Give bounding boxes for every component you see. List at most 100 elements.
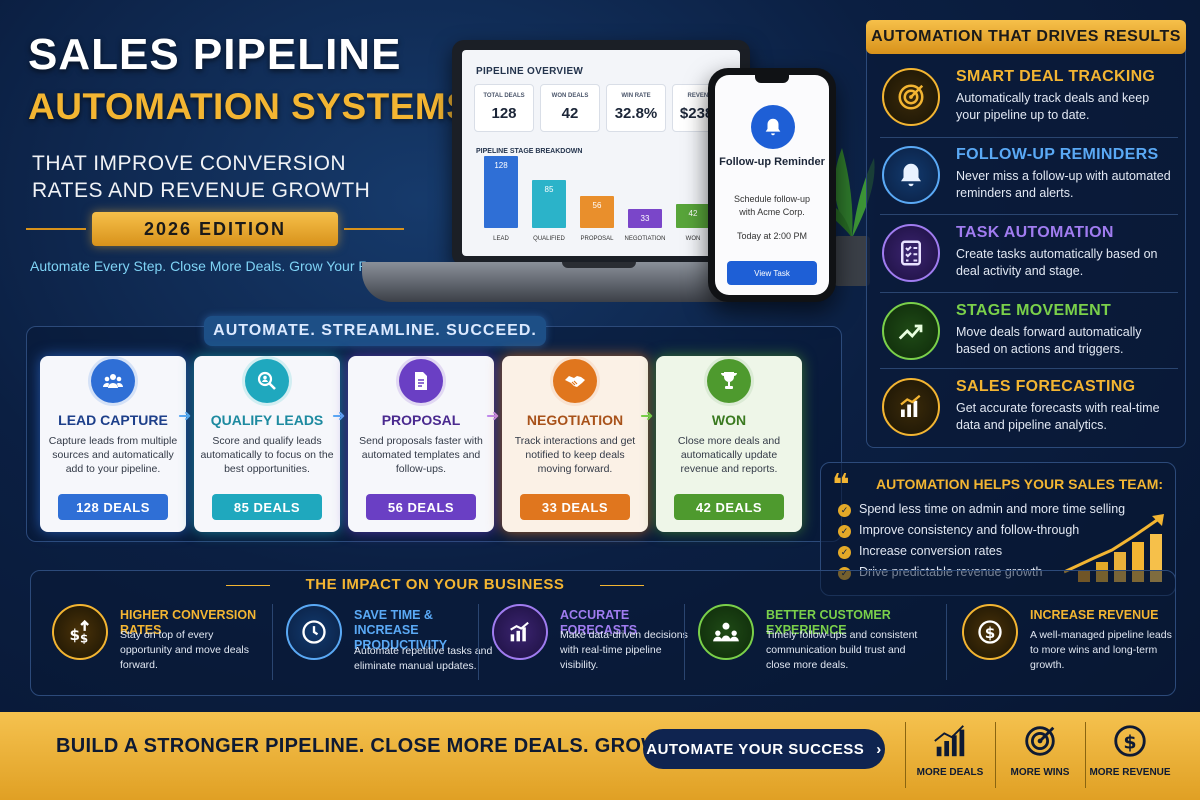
checklist-icon [882, 224, 940, 282]
kpi-label: WON DEALS [551, 93, 589, 99]
growth-chart-icon [492, 604, 548, 660]
bar-won [676, 204, 710, 228]
feature-title: FOLLOW-UP REMINDERS [956, 146, 1159, 163]
check-icon: ✓ [838, 546, 851, 559]
arrow-right-icon: ➜ [640, 408, 654, 425]
stage-title: NEGOTIATION [526, 412, 624, 428]
divider [880, 292, 1178, 293]
arrow-right-icon: ➜ [332, 408, 346, 425]
impact-save-time: SAVE TIME & INCREASE PRODUCTIVITY Automa… [286, 602, 496, 682]
divider [684, 604, 685, 680]
kpi-label: TOTAL DEALS [483, 93, 525, 99]
impact-item-desc: A well-managed pipeline leads to more wi… [1030, 629, 1172, 671]
hero-subtitle: THAT IMPROVE CONVERSION RATES AND REVENU… [32, 152, 371, 202]
impact-title: THE IMPACT ON YOUR BUSINESS [305, 576, 565, 593]
hero-title-line1: SALES PIPELINE [28, 30, 402, 79]
edition-badge: 2026 EDITION [26, 212, 404, 246]
target-icon [1025, 726, 1055, 756]
deals-badge: 85 DEALS [212, 494, 322, 520]
reminder-text: Schedule follow-up with Acme Corp. [733, 194, 811, 217]
impact-item-title: BETTER CUSTOMER EXPERIENCE [766, 608, 891, 637]
automate-your-success-button[interactable]: AUTOMATE YOUR SUCCESS › [643, 729, 885, 769]
impact-higher-conversion: $$ HIGHER CONVERSION RATES Stay on top o… [52, 602, 262, 682]
more-revenue-badge: $ MORE REVENUE [1085, 722, 1175, 778]
people-icon [88, 356, 138, 406]
more-wins-badge: MORE WINS [995, 722, 1085, 778]
chevron-right-icon: › [876, 740, 882, 758]
badge-label: MORE WINS [1010, 767, 1070, 778]
stage-negotiation: NEGOTIATION Track interactions and get n… [502, 356, 648, 532]
document-icon [396, 356, 446, 406]
reminder-title: Follow-up Reminder [719, 156, 825, 168]
arrow-right-icon: ➜ [178, 408, 192, 425]
feature-title: SALES FORECASTING [956, 378, 1136, 395]
bar-value-label: 85 [544, 185, 554, 194]
impact-item-desc: Automate repetitive tasks and eliminate … [354, 645, 493, 672]
stage-desc: Capture leads from multiple sources and … [48, 435, 178, 475]
kpi-total-deals: TOTAL DEALS 128 [474, 84, 534, 132]
bar-chart-icon [882, 378, 940, 436]
kpi-label: REVENUE [687, 93, 717, 99]
impact-item-title: INCREASE REVENUE [1030, 608, 1159, 622]
divider [600, 585, 644, 586]
helps-item: ✓Spend less time on admin and more time … [838, 502, 1125, 517]
laptop-mockup: PIPELINE OVERVIEW TOTAL DEALS 128 WON DE… [452, 40, 750, 266]
divider [995, 722, 996, 788]
badge-label: MORE REVENUE [1089, 767, 1171, 778]
bar-category-label: LEAD [493, 236, 509, 242]
dollar-coin-icon: $ [1114, 725, 1146, 757]
hero-tagline: Automate Every Step. Close More Deals. G… [30, 258, 419, 274]
kpi-win-rate: WIN RATE 32.8% [606, 84, 666, 132]
feature-desc: Automatically track deals and keep your … [956, 91, 1150, 122]
divider [946, 604, 947, 680]
plant-decoration [822, 148, 875, 286]
helps-item-text: Increase conversion rates [859, 544, 1003, 558]
stage-won: WON Close more deals and automatically u… [656, 356, 802, 532]
stage-title: LEAD CAPTURE [58, 412, 168, 428]
kpi-value: 128 [491, 105, 517, 122]
impact-item-desc: Stay on top of every opportunity and mov… [120, 629, 249, 671]
dashboard-title: PIPELINE OVERVIEW [476, 66, 584, 77]
feature-smart-deal-tracking: SMART DEAL TRACKING Automatically track … [880, 64, 1180, 134]
feature-desc: Create tasks automatically based on deal… [956, 247, 1158, 278]
stage-desc: Track interactions and get notified to k… [514, 435, 636, 475]
deals-badge: 33 DEALS [520, 494, 630, 520]
dollar-up-icon: $$ [52, 604, 108, 660]
dollar-coin-icon: $ [962, 604, 1018, 660]
phone-mockup: Follow-up Reminder Schedule follow-up wi… [708, 68, 836, 302]
bar-proposal [580, 196, 614, 228]
kpi-value: 32.8% [614, 105, 658, 122]
customers-icon [698, 604, 754, 660]
pipeline-heading: AUTOMATE. STREAMLINE. SUCCEED. [204, 316, 546, 346]
svg-text:$: $ [70, 626, 81, 644]
view-task-button[interactable]: View Task [727, 261, 817, 285]
stage-qualify-leads: QUALIFY LEADS Score and qualify leads au… [194, 356, 340, 532]
svg-text:$: $ [985, 624, 996, 642]
feature-title: STAGE MOVEMENT [956, 302, 1112, 319]
bar-value-label: 33 [640, 214, 650, 223]
feature-title: TASK AUTOMATION [956, 224, 1114, 241]
feature-desc: Move deals forward automatically based o… [956, 325, 1142, 356]
divider [1085, 722, 1086, 788]
deals-badge: 128 DEALS [58, 494, 168, 520]
bell-icon [882, 146, 940, 204]
bar-lead [484, 156, 518, 228]
kpi-won-deals: WON DEALS 42 [540, 84, 600, 132]
stage-desc: Score and qualify leads automatically to… [200, 435, 334, 475]
cta-label: AUTOMATE YOUR SUCCESS [646, 740, 865, 758]
divider [905, 722, 906, 788]
bottom-banner [0, 712, 1200, 800]
deals-badge: 56 DEALS [366, 494, 476, 520]
helps-item-text: Spend less time on admin and more time s… [859, 502, 1126, 516]
stage-title: PROPOSAL [381, 412, 461, 428]
bar-category-label: NEGOTIATION [624, 236, 666, 242]
trend-arrow-icon [882, 302, 940, 360]
trophy-icon [704, 356, 754, 406]
impact-customer-experience: BETTER CUSTOMER EXPERIENCE Timely follow… [698, 602, 930, 682]
feature-task-automation: TASK AUTOMATION Create tasks automatical… [880, 220, 1180, 290]
feature-desc: Never miss a follow-up with automated re… [956, 169, 1171, 200]
magnifier-user-icon [242, 356, 292, 406]
phone-screen: Follow-up Reminder Schedule follow-up wi… [715, 75, 829, 295]
stage-proposal: PROPOSAL Send proposals faster with auto… [348, 356, 494, 532]
stage-desc: Close more deals and automatically updat… [677, 435, 781, 475]
